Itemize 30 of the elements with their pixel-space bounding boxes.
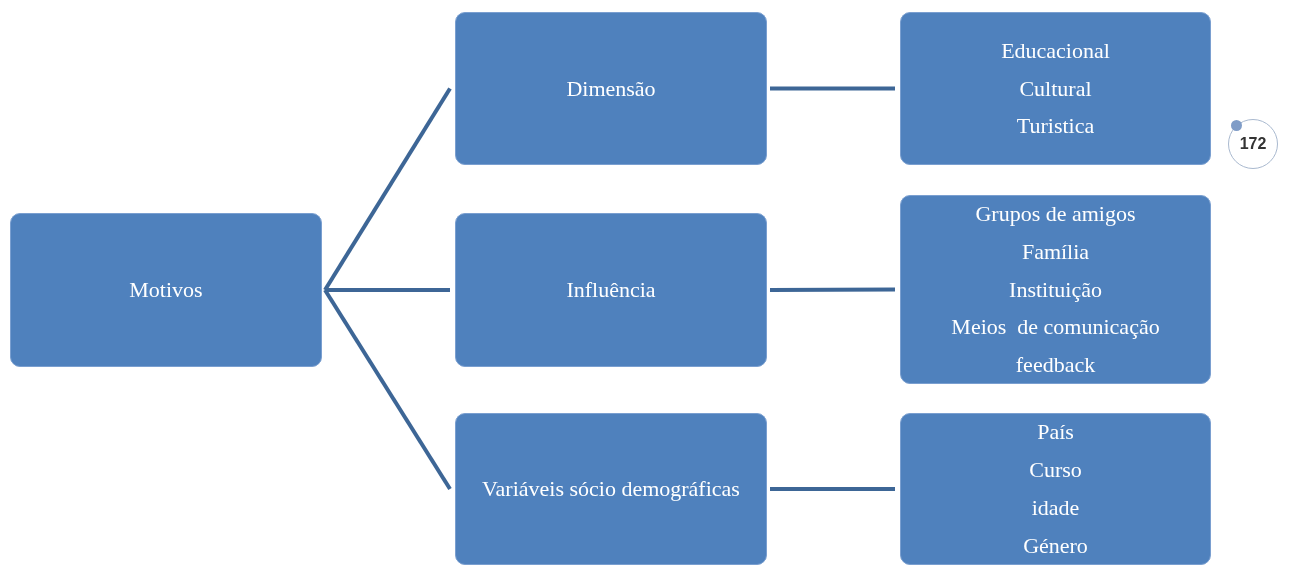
box-text: Curso	[1029, 456, 1082, 485]
connector-line	[770, 487, 895, 491]
box-text: País	[1037, 418, 1074, 447]
connector-line	[323, 87, 452, 292]
box-text: Educacional	[1001, 36, 1110, 65]
box-text: Motivos	[129, 276, 203, 304]
rounded-box	[900, 413, 1211, 565]
box-text: Grupos de amigos	[975, 199, 1136, 228]
box-text: Influência	[566, 276, 656, 304]
rounded-box	[455, 12, 767, 165]
rounded-box	[900, 12, 1211, 165]
rounded-box	[900, 195, 1211, 384]
connector-line	[323, 288, 452, 491]
connector-line	[770, 86, 895, 91]
box-text: Instituição	[1009, 275, 1102, 304]
box-text: Turistica	[1016, 112, 1095, 141]
box-text: Variáveis sócio demográficas	[482, 475, 740, 503]
box-text: feedback	[1015, 351, 1096, 380]
rounded-box	[10, 213, 322, 367]
box-text: idade	[1031, 494, 1080, 522]
box-text: Família	[1021, 237, 1090, 266]
box-text: Cultural	[1019, 74, 1092, 103]
connector-line	[770, 287, 895, 292]
rounded-box	[455, 413, 767, 565]
box-text: Género	[1023, 531, 1088, 560]
box-text: Meios de comunicação	[951, 313, 1160, 342]
rounded-box	[455, 213, 767, 367]
connector-line	[325, 288, 450, 292]
page-number-badge: 172	[1228, 119, 1278, 169]
box-text: Dimensão	[566, 74, 656, 103]
